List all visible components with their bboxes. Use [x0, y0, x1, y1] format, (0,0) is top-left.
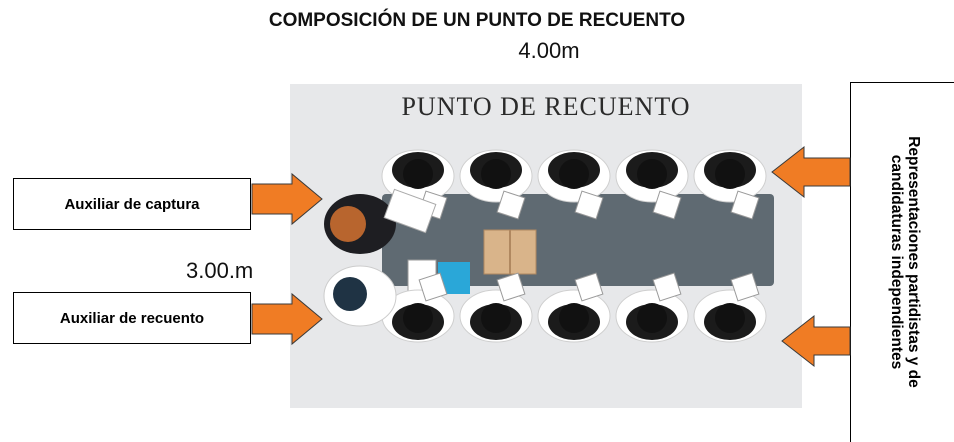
capture-assistant-label: Auxiliar de captura — [13, 178, 251, 230]
arrow-count-icon — [251, 292, 323, 346]
representative-figure — [693, 149, 767, 220]
arrow-representatives-bottom-icon — [781, 314, 851, 368]
meeting-table — [382, 194, 774, 286]
capture-assistant-figure — [324, 188, 437, 254]
representatives-label-box — [850, 82, 954, 442]
count-assistant-text: Auxiliar de recuento — [59, 309, 205, 327]
scene-title: PUNTO DE RECUENTO — [401, 92, 691, 121]
count-assistant-label: Auxiliar de recuento — [13, 292, 251, 344]
capture-assistant-text: Auxiliar de captura — [64, 195, 200, 213]
representative-figure — [615, 272, 689, 343]
representative-figure — [381, 272, 455, 343]
representatives-seated — [381, 149, 767, 343]
representative-figure — [615, 149, 689, 220]
counting-point-illustration — [290, 84, 802, 408]
representative-figure — [693, 272, 767, 343]
representative-figure — [381, 149, 455, 220]
diagram-title: COMPOSICIÓN DE UN PUNTO DE RECUENTO — [268, 10, 686, 31]
arrow-capture-icon — [251, 172, 323, 226]
count-assistant-figure — [323, 265, 397, 327]
representative-figure — [537, 149, 611, 220]
width-dimension-label: 4.00m — [518, 38, 580, 63]
arrow-representatives-top-icon — [771, 145, 851, 199]
representative-figure — [459, 272, 533, 343]
representative-figure — [459, 149, 533, 220]
representative-figure — [537, 272, 611, 343]
height-dimension-label: 3.00.m — [186, 258, 254, 283]
